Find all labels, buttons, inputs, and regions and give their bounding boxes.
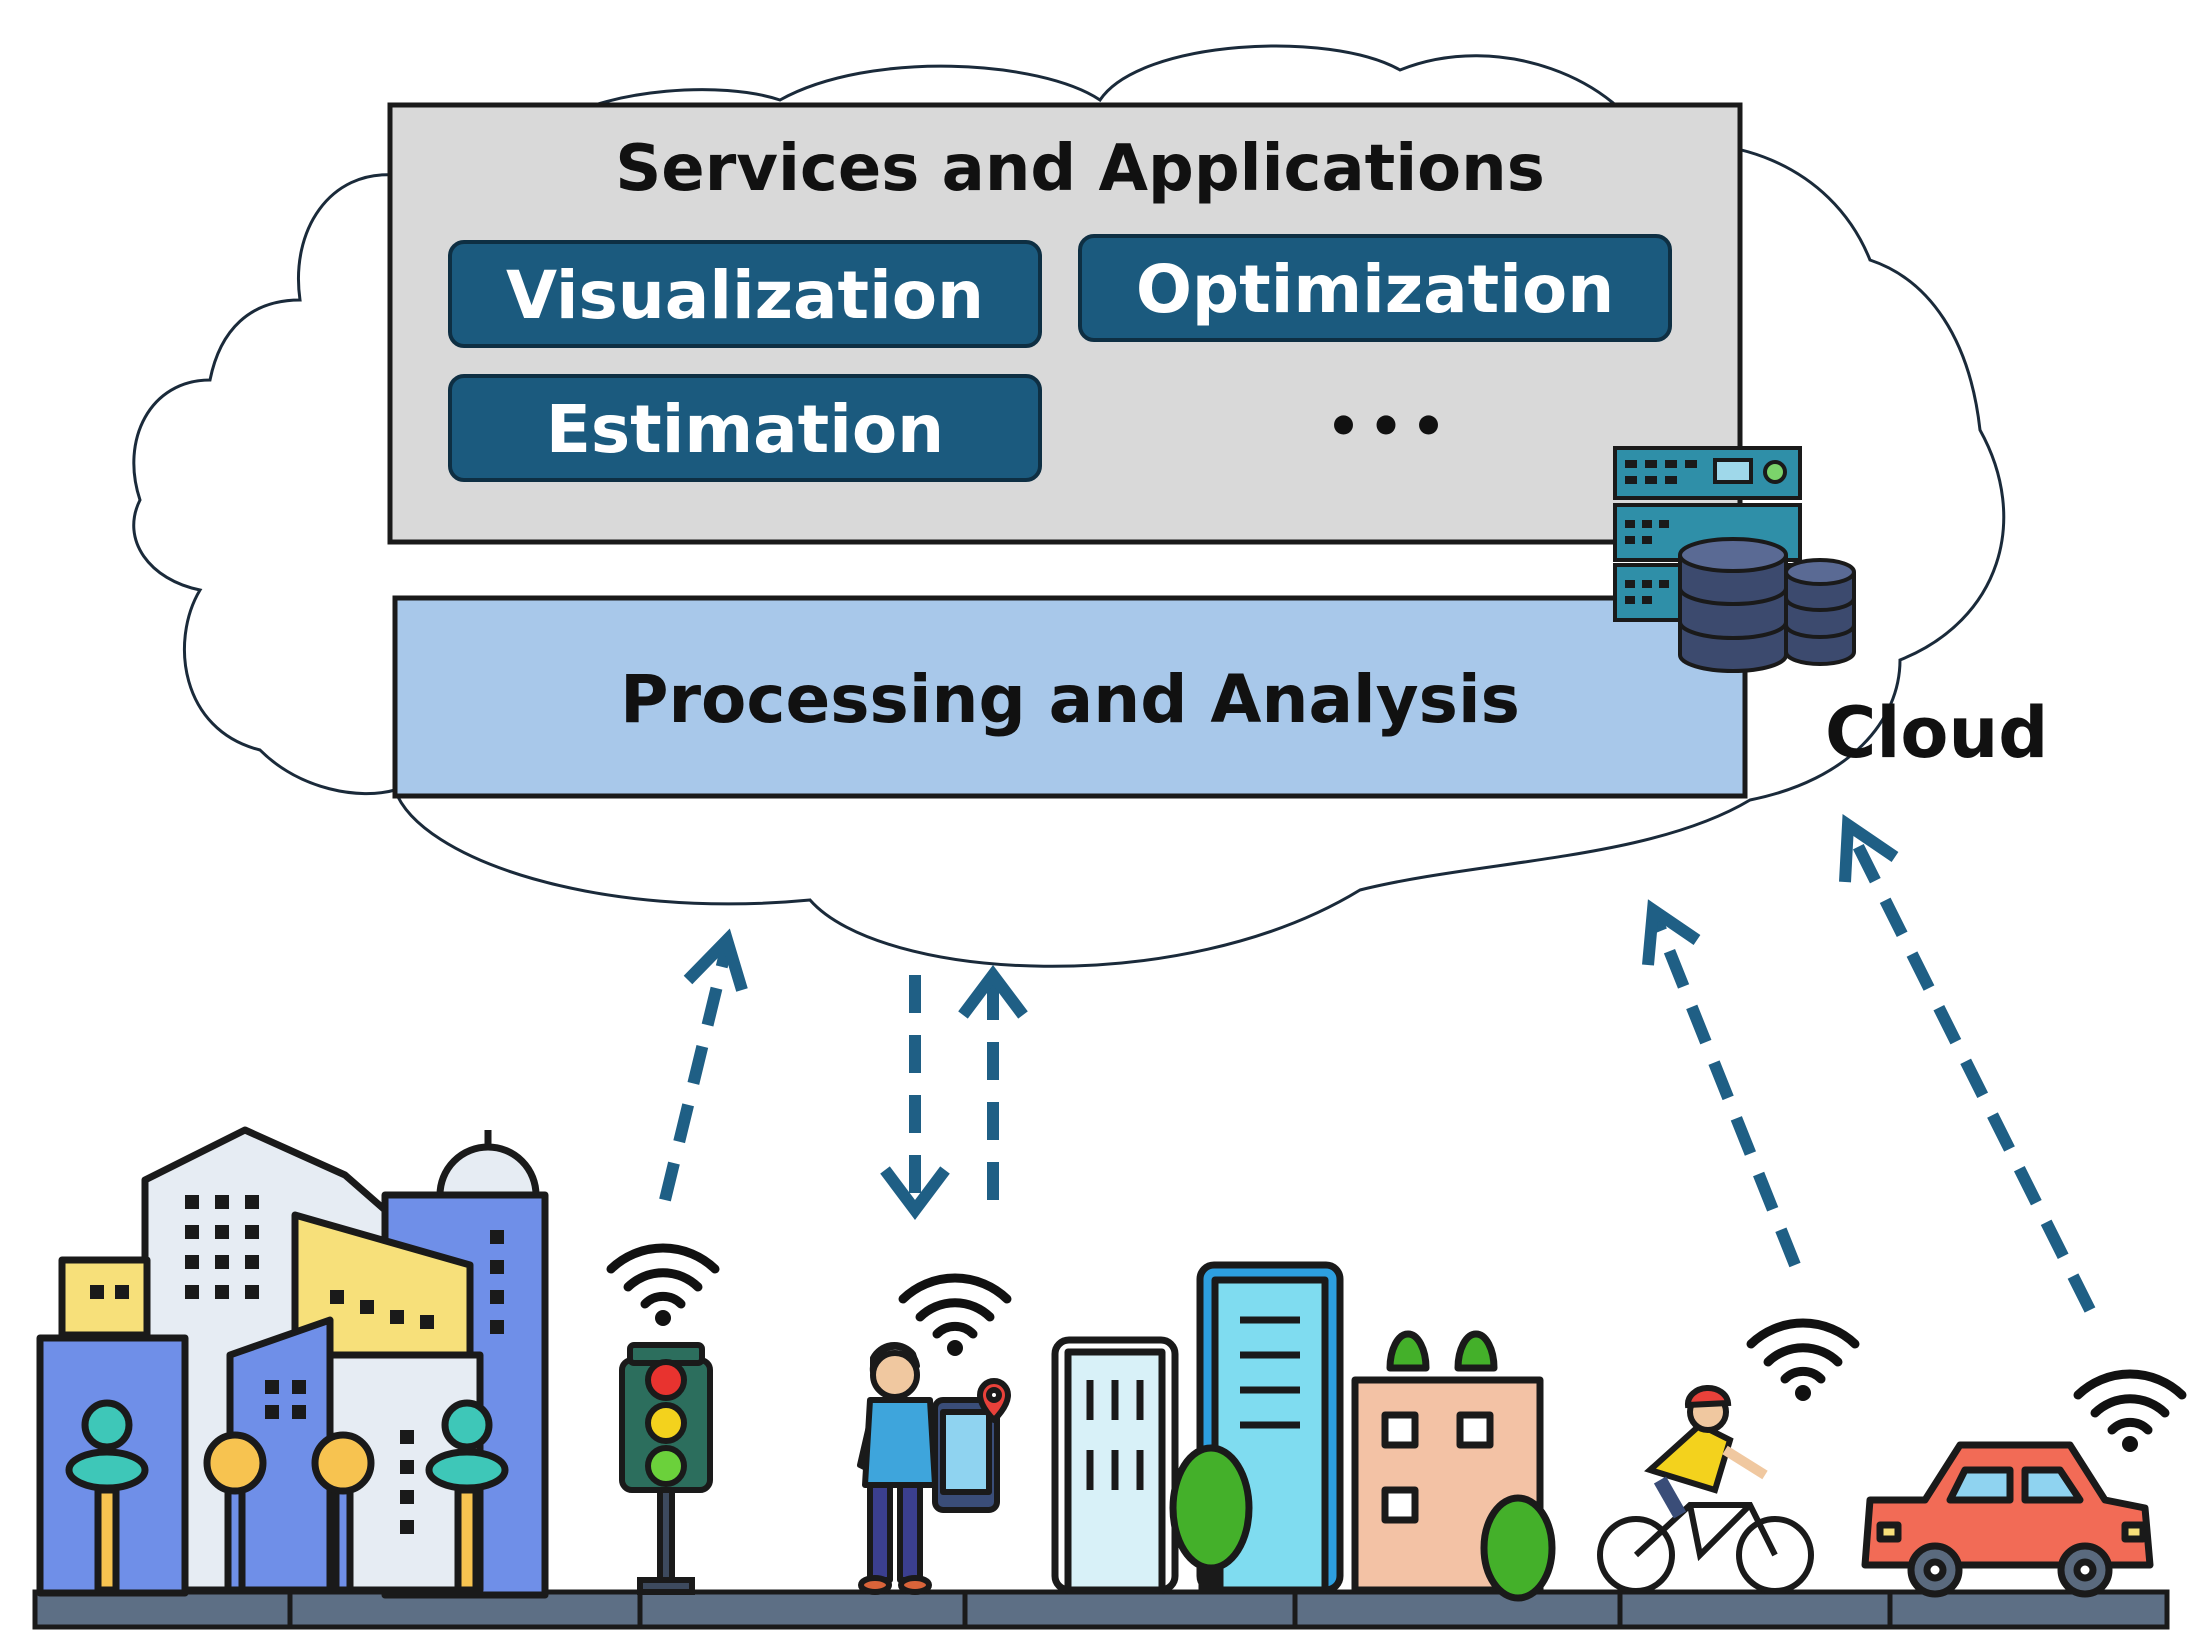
optimization-label: Optimization (1136, 251, 1614, 328)
visualization-pill (448, 240, 1042, 348)
traffic-light-icon (619, 1342, 713, 1595)
car-icon (1861, 1441, 2154, 1598)
processing-box (392, 595, 1748, 799)
wifi-icon (898, 1273, 1012, 1356)
arrow-buildings-up (659, 943, 733, 1202)
wifi-icon (1746, 1318, 1860, 1401)
estimation-label: Estimation (546, 391, 944, 468)
pedestrian-with-phone-icon (857, 1342, 1011, 1595)
visualization-label: Visualization (506, 257, 984, 334)
wifi-icon (606, 1243, 720, 1326)
office-buildings-icon (36, 1126, 549, 1599)
services-layer: Services and Applications Visualization … (387, 102, 1743, 545)
arrow-cyclist-up (1649, 912, 1801, 1268)
arrow-car-up (1844, 827, 2096, 1313)
processing-title: Processing and Analysis (620, 661, 1520, 738)
services-title: Services and Applications (615, 132, 1545, 206)
optimization-pill (1078, 234, 1672, 342)
cyclist-icon (1597, 1384, 1814, 1594)
city-block-icon (1051, 1261, 1556, 1602)
more-services-ellipsis: ••• (1326, 395, 1454, 458)
processing-layer: Processing and Analysis (392, 595, 1748, 799)
estimation-pill (448, 374, 1042, 482)
road-icon (32, 1589, 2170, 1630)
cloud-label: Cloud (1825, 692, 2048, 774)
server-database-icon (1613, 446, 1856, 673)
wifi-icons (606, 1243, 2187, 1452)
data-arrows (659, 814, 2096, 1313)
wifi-icon (2073, 1369, 2187, 1452)
